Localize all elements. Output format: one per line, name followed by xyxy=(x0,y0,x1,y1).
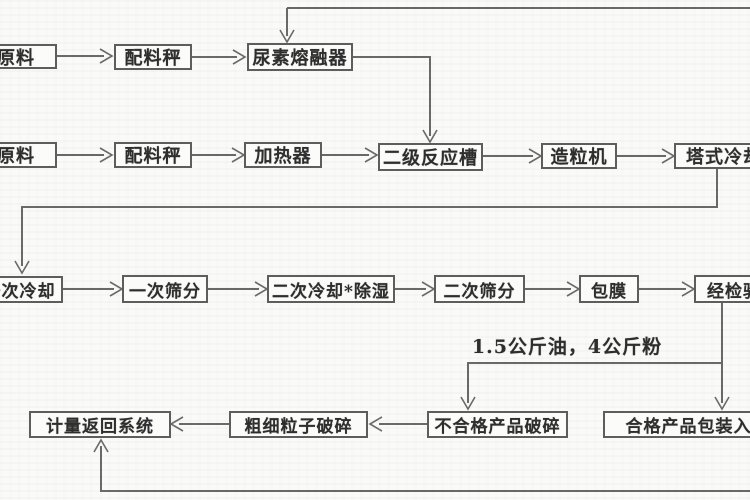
node-coating: 包膜 xyxy=(579,275,639,303)
node-inspection: 经检验 xyxy=(694,275,750,303)
node-primary-cooling: 一次冷却 xyxy=(0,276,63,303)
node-primary-screening: 一次筛分 xyxy=(122,275,208,303)
node-secondary-cooling-dehumidify: 二次冷却*除湿 xyxy=(267,275,395,303)
node-coarse-fine-particle-crushing: 粗细粒子破碎 xyxy=(229,411,368,438)
node-raw-material-2: 原料 xyxy=(0,142,57,168)
node-secondary-reactor: 二级反应槽 xyxy=(378,143,483,171)
node-urea-melter: 尿素熔融器 xyxy=(247,43,353,71)
node-tower-cooling: 塔式冷却 xyxy=(674,143,750,169)
node-batch-scale-1: 配料秤 xyxy=(114,44,192,70)
node-metering-return-system: 计量返回系统 xyxy=(29,411,171,438)
flow-annotation: 1.5公斤油，4公斤粉 xyxy=(471,336,663,358)
node-rejected-product-crushing: 不合格产品破碎 xyxy=(427,411,568,438)
node-qualified-product-packaging: 合格产品包装入 xyxy=(603,411,750,438)
node-granulator: 造粒机 xyxy=(541,143,617,169)
node-raw-material-1: 原料 xyxy=(0,44,57,69)
node-heater: 加热器 xyxy=(244,142,322,168)
node-batch-scale-2: 配料秤 xyxy=(114,142,192,168)
node-secondary-screening: 二次筛分 xyxy=(434,275,525,303)
